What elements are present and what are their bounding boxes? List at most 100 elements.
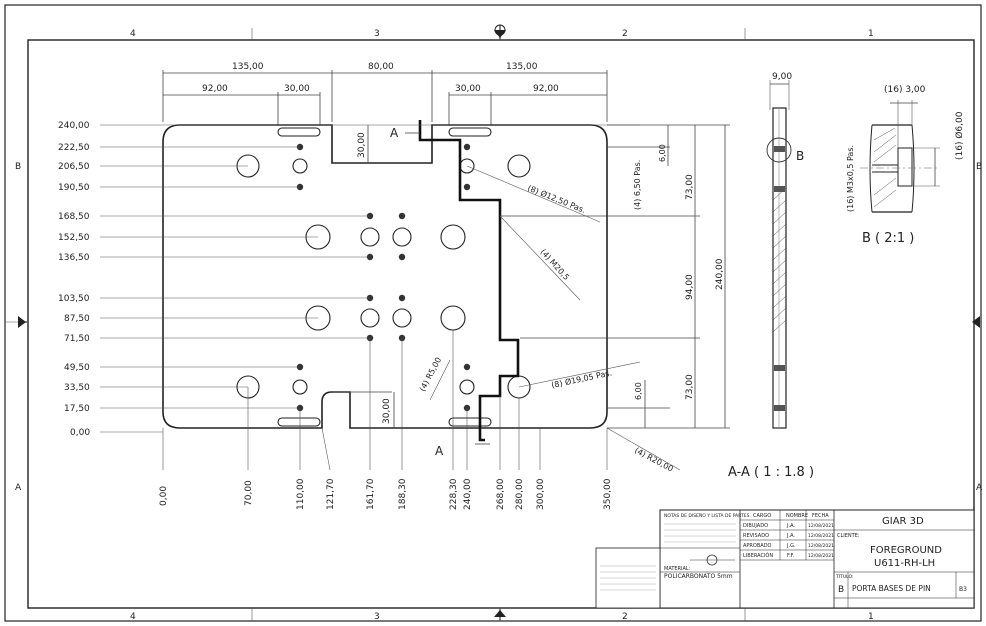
slot-bottom-right — [448, 417, 492, 427]
tb-project-line1: FOREGROUND — [870, 545, 942, 556]
center-mark-right — [972, 316, 980, 328]
tb-project-line2: U611-RH-LH — [874, 558, 935, 569]
tb-col-fecha: FECHA — [812, 513, 829, 519]
section-view-aa — [766, 80, 792, 429]
detail-marker-b: B — [796, 149, 804, 163]
y-coord-33: 33,50 — [64, 383, 90, 393]
detail-thread-m3: (16) M3x0,5 Pas. — [846, 145, 855, 212]
tb-name-1: J.A. — [786, 523, 795, 529]
detail-view-label: B ( 2:1 ) — [862, 231, 914, 246]
x-coord-280: 280,00 — [515, 478, 525, 510]
tb-company: GIAR 3D — [882, 516, 924, 527]
tb-size: B — [838, 585, 844, 595]
tb-client-label: CLIENTE: — [837, 533, 860, 539]
x-coord-0: 0,00 — [159, 486, 169, 506]
callout-leaders — [429, 165, 681, 471]
y-ordinate-leaders — [100, 124, 640, 433]
y-coord-87: 87,50 — [64, 314, 90, 324]
center-mark-left — [18, 316, 26, 328]
y-coord-136: 136,50 — [58, 253, 90, 263]
dim-92-right: 92,00 — [533, 84, 559, 94]
zone-col-top-1: 4 — [130, 29, 136, 39]
x-coordinate-labels: 0,00 70,00 110,00 121,70 161,70 188,30 2… — [159, 478, 613, 510]
y-coord-71: 71,50 — [64, 334, 90, 344]
tb-part-name: PORTA BASES DE PIN — [852, 584, 931, 593]
y-coord-222: 222,50 — [58, 143, 90, 153]
zone-col-top-2: 3 — [374, 29, 380, 39]
dim-135-left: 135,00 — [232, 62, 264, 72]
slot-bottom-left — [277, 417, 321, 427]
tb-date-2: 12/08/2021 — [808, 533, 834, 539]
vdim-73-top: 73,00 — [685, 174, 695, 200]
zone-col-top-4: 1 — [868, 29, 874, 39]
dim-30-left: 30,00 — [284, 84, 310, 94]
tb-sheet-code: B3 — [959, 586, 967, 593]
x-coord-240: 240,00 — [463, 478, 473, 510]
tb-date-3: 12/08/2021 — [808, 543, 834, 549]
tb-col-cargo: CARGO — [753, 513, 771, 519]
zone-col-bottom-4: 1 — [868, 612, 874, 622]
inner-border — [27, 39, 975, 609]
title-block — [595, 509, 975, 609]
x-coord-350: 350,00 — [603, 478, 613, 510]
tb-material-label: MATERIAL: — [664, 566, 691, 572]
detail-depth-3: (16) 3,00 — [884, 85, 926, 95]
plate-outline — [162, 124, 608, 429]
vdim-240: 240,00 — [715, 258, 725, 290]
section-mark-a-bottom: A — [435, 444, 444, 458]
callout-thread-m20: (4) M20,5 — [539, 247, 572, 282]
dim-80: 80,00 — [368, 62, 394, 72]
slot-top-left — [277, 127, 321, 137]
x-coord-228: 228,30 — [449, 478, 459, 510]
dim-30-right: 30,00 — [455, 84, 481, 94]
zone-row-right-a: A — [976, 483, 983, 493]
tb-col-nombre: NOMBRE — [786, 513, 808, 519]
x-coord-121: 121,70 — [326, 478, 336, 510]
tb-material: POLICARBONATO 5mm — [664, 573, 733, 580]
tb-name-4: F.F. — [787, 553, 795, 559]
vdim-73-bottom: 73,00 — [685, 374, 695, 400]
zone-col-bottom-2: 3 — [374, 612, 380, 622]
y-coordinate-labels: 240,00 222,50 206,50 190,50 168,50 152,5… — [58, 121, 90, 438]
zone-col-bottom-3: 2 — [622, 612, 628, 622]
section-mark-a-top: A — [390, 126, 399, 140]
y-coord-49: 49,50 — [64, 363, 90, 373]
tb-date-4: 12/08/2021 — [808, 553, 834, 559]
zone-row-right-b: B — [976, 162, 982, 172]
outer-border — [4, 4, 982, 622]
center-mark-bottom — [494, 610, 506, 617]
tb-name-2: J.A. — [786, 533, 795, 539]
right-vertical-dims — [500, 124, 730, 429]
zone-row-left-b: B — [15, 162, 21, 172]
vdim-94: 94,00 — [685, 274, 695, 300]
small-holes — [296, 143, 471, 412]
section-width-9: 9,00 — [772, 72, 792, 82]
y-coord-103: 103,50 — [58, 294, 90, 304]
x-coord-70: 70,00 — [244, 480, 254, 506]
tb-row-aprobado: APROBADO — [743, 543, 772, 549]
notch-bottom-30: 30,00 — [382, 398, 392, 424]
tb-row-liberacion: LIBERACIÓN — [743, 552, 773, 559]
center-mark-top — [494, 24, 506, 38]
x-coord-188: 188,30 — [398, 478, 408, 510]
zone-row-left-a: A — [15, 483, 22, 493]
tb-notes-head: NOTAS DE DISEÑO Y LISTA DE PARTES — [664, 512, 750, 519]
dim-135-right: 135,00 — [506, 62, 538, 72]
tb-date-1: 12/08/2021 — [808, 523, 834, 529]
x-coord-268: 268,00 — [496, 478, 506, 510]
callout-hole-1905: (8) Ø19,05 Pas. — [550, 367, 612, 390]
x-coord-110: 110,00 — [296, 478, 306, 510]
y-coord-168: 168,50 — [58, 212, 90, 222]
y-coord-206: 206,50 — [58, 162, 90, 172]
zone-col-top-3: 2 — [622, 29, 628, 39]
dim-92-left: 92,00 — [202, 84, 228, 94]
y-coord-152: 152,50 — [58, 233, 90, 243]
callout-radius-r20: (4) R20,00 — [633, 446, 675, 474]
tb-row-revisado: REVISADO — [743, 533, 769, 539]
tb-title-label: TÍTULO: — [835, 573, 853, 580]
tb-row-dibujado: DIBUJADO — [743, 523, 768, 529]
notch-top-30: 30,00 — [357, 132, 367, 158]
callout-pass-650: (4) 6,50 Pas. — [633, 160, 642, 210]
y-coord-190: 190,50 — [58, 183, 90, 193]
